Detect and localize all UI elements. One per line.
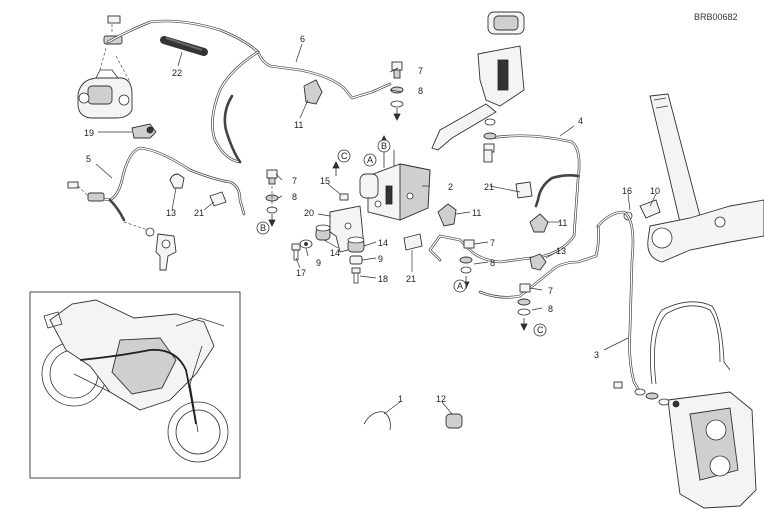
callout-7-mid: 7 — [490, 238, 495, 248]
flow-arrows — [268, 108, 528, 331]
callout-1: 1 — [398, 394, 403, 404]
pipe-clip-13-rear — [169, 173, 185, 189]
callout-13-rear: 13 — [166, 208, 176, 218]
brake-pipe-6 — [106, 19, 392, 164]
callout-13-front: 13 — [556, 246, 566, 256]
callout-11-top: 11 — [294, 120, 303, 130]
svg-text:C: C — [341, 151, 348, 161]
callout-6: 6 — [300, 34, 305, 44]
front-abs-sensor-cable — [650, 301, 731, 385]
front-master-cylinder — [431, 11, 525, 151]
pipe-clip-11-right — [437, 203, 457, 227]
brake-pipe-lower — [478, 224, 600, 299]
callout-labels: 22 6 7 8 11 19 5 13 21 7 8 15 20 14 9 18… — [84, 34, 660, 404]
brake-pipe-4 — [428, 134, 581, 264]
pipe-clip-13-front — [529, 253, 547, 271]
brake-pipe-5 — [94, 146, 246, 222]
callout-3: 3 — [594, 350, 599, 360]
callout-11-mid: 11 — [472, 208, 481, 218]
callout-21-rear: 21 — [194, 208, 204, 218]
svg-text:B: B — [381, 141, 387, 151]
callout-2: 2 — [448, 182, 453, 192]
callout-20: 20 — [304, 208, 314, 218]
pipe-clip-11-front — [529, 213, 549, 233]
leader-lines — [95, 43, 657, 415]
abs-rubber-damper-upper — [315, 224, 331, 241]
callout-8-lower: 8 — [548, 304, 553, 314]
rear-master-cylinder — [155, 233, 177, 271]
svg-text:A: A — [367, 155, 373, 165]
pipe-bracket-21-center — [403, 233, 423, 251]
callout-21-front: 21 — [484, 182, 494, 192]
diagram-code: BRB00682 — [694, 12, 738, 22]
brake-pipe-3 — [596, 210, 642, 394]
callout-15: 15 — [320, 176, 330, 186]
front-upper-fitting — [483, 118, 497, 163]
abs-washer-9 — [299, 239, 313, 249]
callout-18: 18 — [378, 274, 388, 284]
abs-control-unit — [359, 150, 431, 221]
pipe-bracket-21-front — [515, 181, 533, 199]
callout-4: 4 — [578, 116, 583, 126]
hose-protective-sleeve — [160, 36, 208, 56]
motorcycle-overview — [29, 291, 241, 479]
front-fork — [647, 93, 764, 263]
marker-a-lower: A — [453, 279, 467, 293]
marker-a-top: A — [363, 153, 377, 167]
callout-8-mid: 8 — [490, 258, 495, 268]
pipe-clip-11-top — [303, 79, 323, 105]
rear-pipe-fitting — [67, 181, 155, 237]
callout-14-a: 14 — [378, 238, 388, 248]
abs-mounting-screw — [339, 193, 349, 201]
wheel-speed-sensor — [131, 123, 157, 139]
callout-5: 5 — [86, 154, 91, 164]
svg-text:B: B — [260, 223, 266, 233]
callout-22: 22 — [172, 68, 182, 78]
banjo-bolt-upper-left — [265, 169, 279, 214]
grommet-12 — [445, 413, 463, 429]
banjo-bolt-middle — [459, 239, 475, 274]
callout-14-b: 14 — [330, 248, 340, 258]
callout-19: 19 — [84, 128, 94, 138]
abs-screw-17 — [291, 243, 301, 261]
callout-7-top: 7 — [418, 66, 423, 76]
callout-8-top: 8 — [418, 86, 423, 96]
callout-9-a: 9 — [378, 254, 383, 264]
caliper-bolts — [613, 381, 680, 408]
marker-b-top: B — [377, 139, 391, 153]
rear-banjo-bolt — [99, 15, 131, 83]
rear-brake-caliper — [77, 69, 133, 119]
marker-c-lower: C — [533, 323, 547, 337]
pipe-bracket-21-rear — [209, 191, 227, 207]
callout-21-center: 21 — [406, 274, 416, 284]
front-brake-caliper — [667, 391, 757, 509]
abs-screw-18 — [351, 267, 361, 284]
callout-10: 10 — [650, 186, 660, 196]
banjo-bolt-lower — [517, 283, 531, 316]
callout-12: 12 — [436, 394, 446, 404]
abs-spacer — [349, 255, 363, 265]
callout-11-front: 11 — [558, 218, 567, 228]
callout-9-b: 9 — [316, 258, 321, 268]
callout-8-left: 8 — [292, 192, 297, 202]
callout-7-left: 7 — [292, 176, 297, 186]
callout-17: 17 — [296, 268, 306, 278]
abs-rubber-damper-lower — [347, 236, 365, 253]
marker-c-top: C — [337, 149, 351, 163]
svg-text:C: C — [537, 325, 544, 335]
marker-b-left: B — [256, 221, 270, 235]
callout-16: 16 — [622, 186, 632, 196]
hose-clamp-1 — [363, 411, 391, 431]
svg-text:A: A — [457, 281, 463, 291]
callout-7-lower: 7 — [548, 286, 553, 296]
